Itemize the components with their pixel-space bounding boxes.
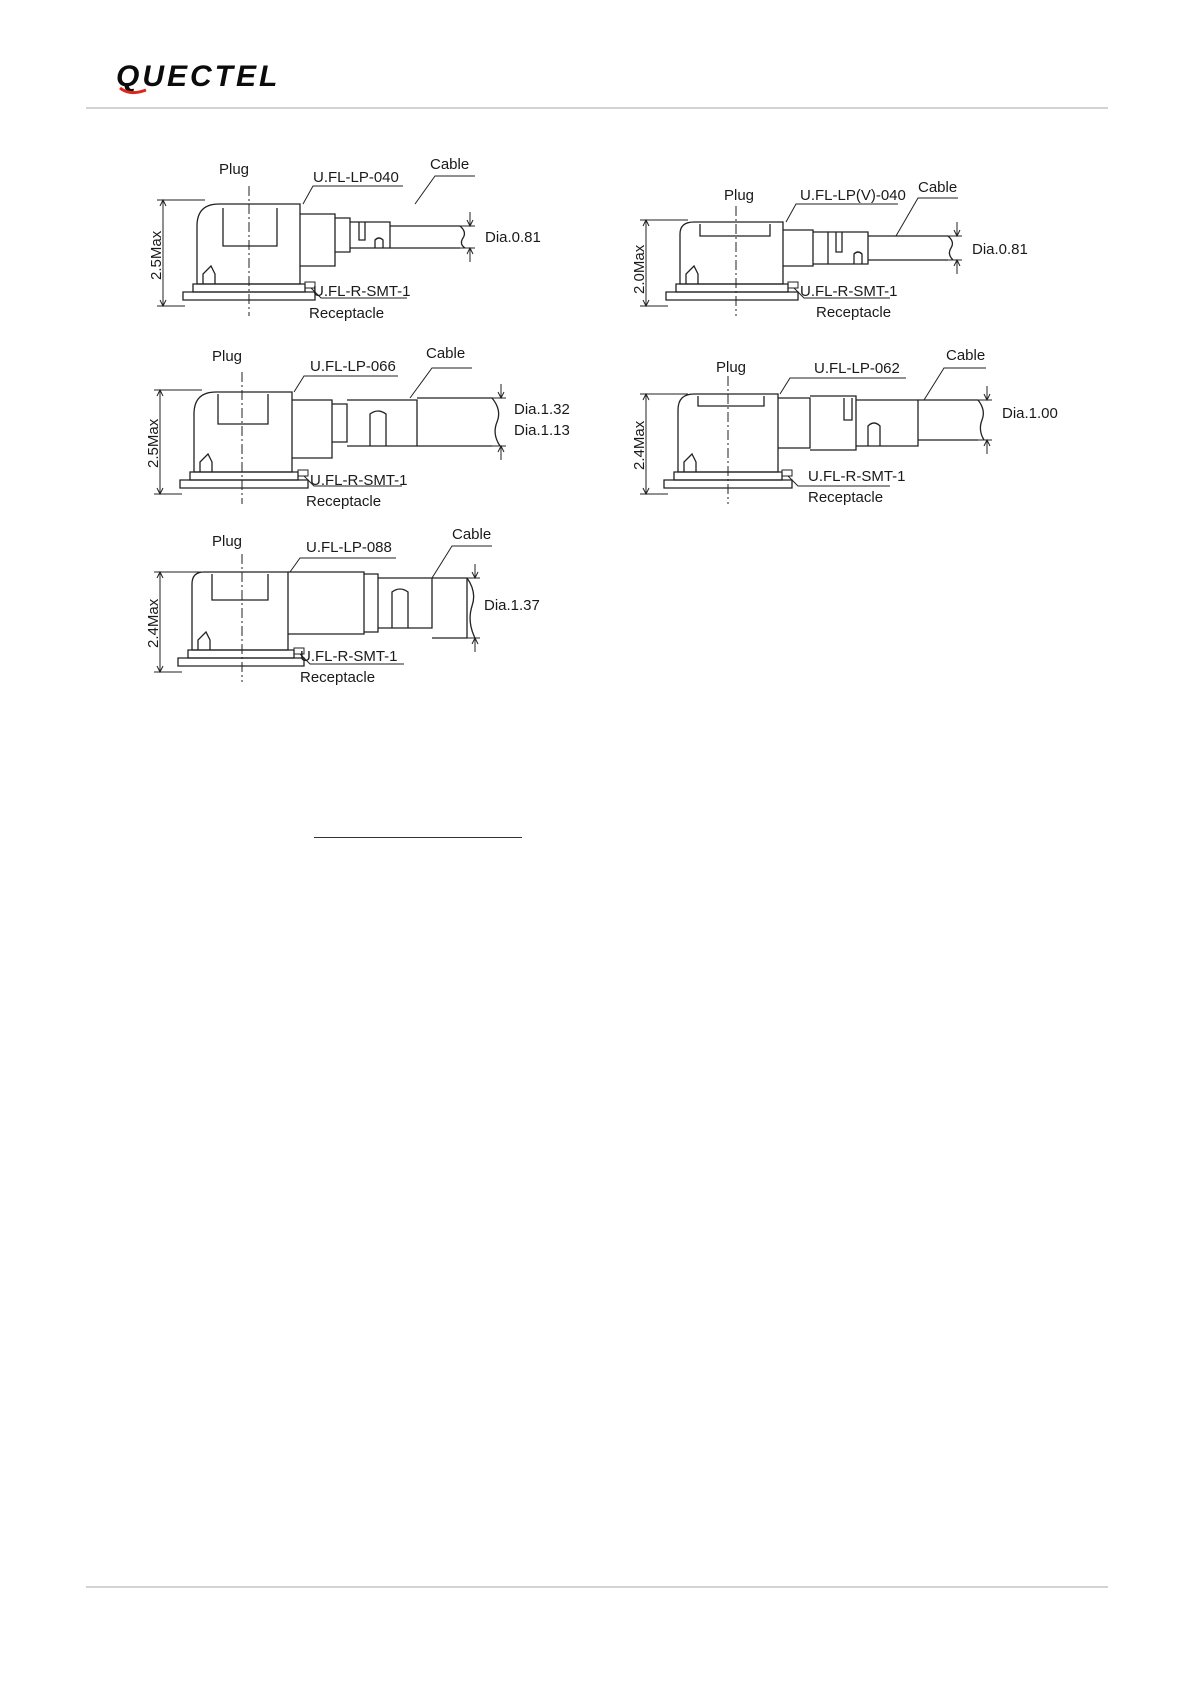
plug-label: Plug: [212, 533, 242, 550]
link-underline: [314, 837, 522, 838]
plug-label: Plug: [716, 359, 746, 376]
figure-lp066: 2.5Max Plug U.FL-LP-066 Cable Dia.1.32 D…: [142, 342, 602, 512]
cable-label: Cable: [430, 156, 469, 173]
figure-lp062: 2.4Max Plug U.FL-LP-062 Cable Dia.1.00 U…: [628, 346, 1088, 516]
height-label: 2.4Max: [631, 420, 648, 470]
connector-drawing-lp088: 2.4Max Plug U.FL-LP-088 Cable Dia.1.37 U…: [145, 526, 540, 686]
quectel-logo: QUECTEL: [112, 58, 342, 98]
brand-name: QUECTEL: [116, 60, 280, 93]
plug-label: Plug: [212, 348, 242, 365]
cable-label: Cable: [918, 179, 957, 196]
height-label: 2.4Max: [145, 598, 162, 648]
receptacle-part-label: U.FL-R-SMT-1: [313, 283, 411, 300]
connector-drawing-lpv040: 2.0Max Plug U.FL-LP(V)-040 Cable Dia.0.8…: [631, 179, 1028, 321]
receptacle-label: Receptacle: [306, 493, 381, 510]
receptacle-label: Receptacle: [816, 304, 891, 321]
figure-lpv040: 2.0Max Plug U.FL-LP(V)-040 Cable Dia.0.8…: [628, 170, 1088, 340]
cable-label: Cable: [946, 347, 985, 364]
receptacle-label: Receptacle: [309, 305, 384, 322]
receptacle-part-label: U.FL-R-SMT-1: [300, 648, 398, 665]
connector-part-label: U.FL-LP(V)-040: [800, 187, 906, 204]
receptacle-part-label: U.FL-R-SMT-1: [800, 283, 898, 300]
receptacle-label: Receptacle: [300, 669, 375, 686]
cable-diameter-label: Dia.0.81: [972, 241, 1028, 258]
connector-drawing-lp062: 2.4Max Plug U.FL-LP-062 Cable Dia.1.00 U…: [631, 347, 1058, 506]
header-divider: [86, 107, 1108, 109]
connector-drawing-lp040: 2.5Max Plug U.FL-LP-040 Cable Dia.0.81: [148, 156, 541, 322]
logo-swoosh: [119, 86, 147, 95]
cable-diameter-label: Dia.1.32: [514, 401, 570, 418]
cable-label: Cable: [452, 526, 491, 543]
height-label: 2.5Max: [145, 418, 162, 468]
height-label: 2.5Max: [148, 230, 165, 280]
connector-part-label: U.FL-LP-062: [814, 360, 900, 377]
plug-label: Plug: [219, 161, 249, 178]
connector-part-label: U.FL-LP-040: [313, 169, 399, 186]
receptacle-label: Receptacle: [808, 489, 883, 506]
cable-diameter-label: Dia.1.00: [1002, 405, 1058, 422]
figure-lp088: 2.4Max Plug U.FL-LP-088 Cable Dia.1.37 U…: [142, 526, 602, 700]
receptacle-part-label: U.FL-R-SMT-1: [808, 468, 906, 485]
footer-divider: [86, 1586, 1108, 1588]
cable-diameter-alt-label: Dia.1.13: [514, 422, 570, 439]
connector-part-label: U.FL-LP-066: [310, 358, 396, 375]
plug-label: Plug: [724, 187, 754, 204]
connector-part-label: U.FL-LP-088: [306, 539, 392, 556]
quectel-logo-graphic: QUECTEL: [116, 60, 280, 95]
height-label: 2.0Max: [631, 244, 648, 294]
figure-lp040: 2.5Max Plug U.FL-LP-040 Cable Dia.0.81: [145, 156, 605, 326]
receptacle-part-label: U.FL-R-SMT-1: [310, 472, 408, 489]
connector-drawing-lp066: 2.5Max Plug U.FL-LP-066 Cable Dia.1.32 D…: [145, 345, 570, 510]
cable-diameter-label: Dia.0.81: [485, 229, 541, 246]
cable-label: Cable: [426, 345, 465, 362]
cable-diameter-label: Dia.1.37: [484, 597, 540, 614]
